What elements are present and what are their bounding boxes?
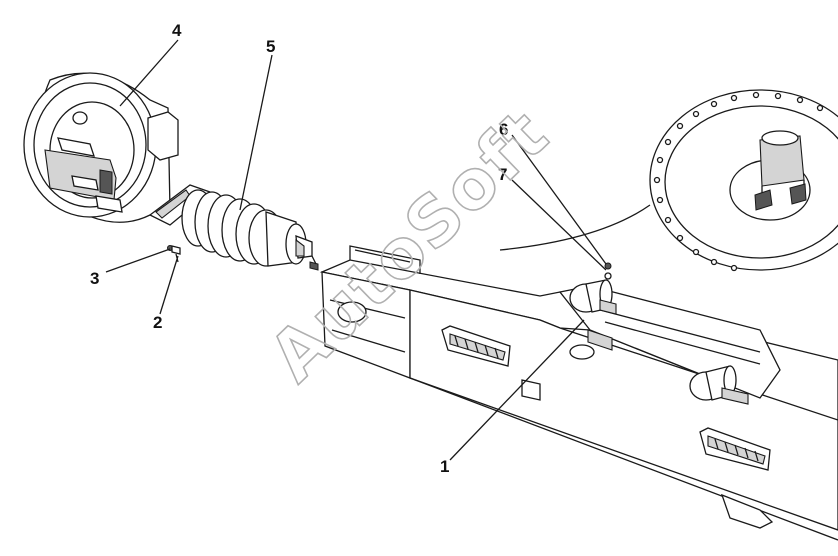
hub-bolt-circle <box>653 91 824 272</box>
callout-2: 2 <box>153 313 162 332</box>
idler-wheel <box>23 72 179 223</box>
callout-4: 4 <box>172 21 182 40</box>
carrier-roller-rear <box>689 365 749 405</box>
leader-lines <box>105 39 607 461</box>
callout-7: 7 <box>498 165 507 184</box>
step-plate-left <box>441 325 511 367</box>
step-plate-right <box>699 427 771 471</box>
sprocket-hub <box>499 89 838 272</box>
callout-6: 6 <box>499 120 508 139</box>
callout-3: 3 <box>90 269 99 288</box>
small-fasteners <box>167 245 181 263</box>
carrier-roller-front <box>569 279 617 315</box>
track-frame <box>319 245 838 541</box>
callout-5: 5 <box>266 37 275 56</box>
recoil-spring-assembly <box>148 184 319 271</box>
callout-1: 1 <box>440 457 449 476</box>
